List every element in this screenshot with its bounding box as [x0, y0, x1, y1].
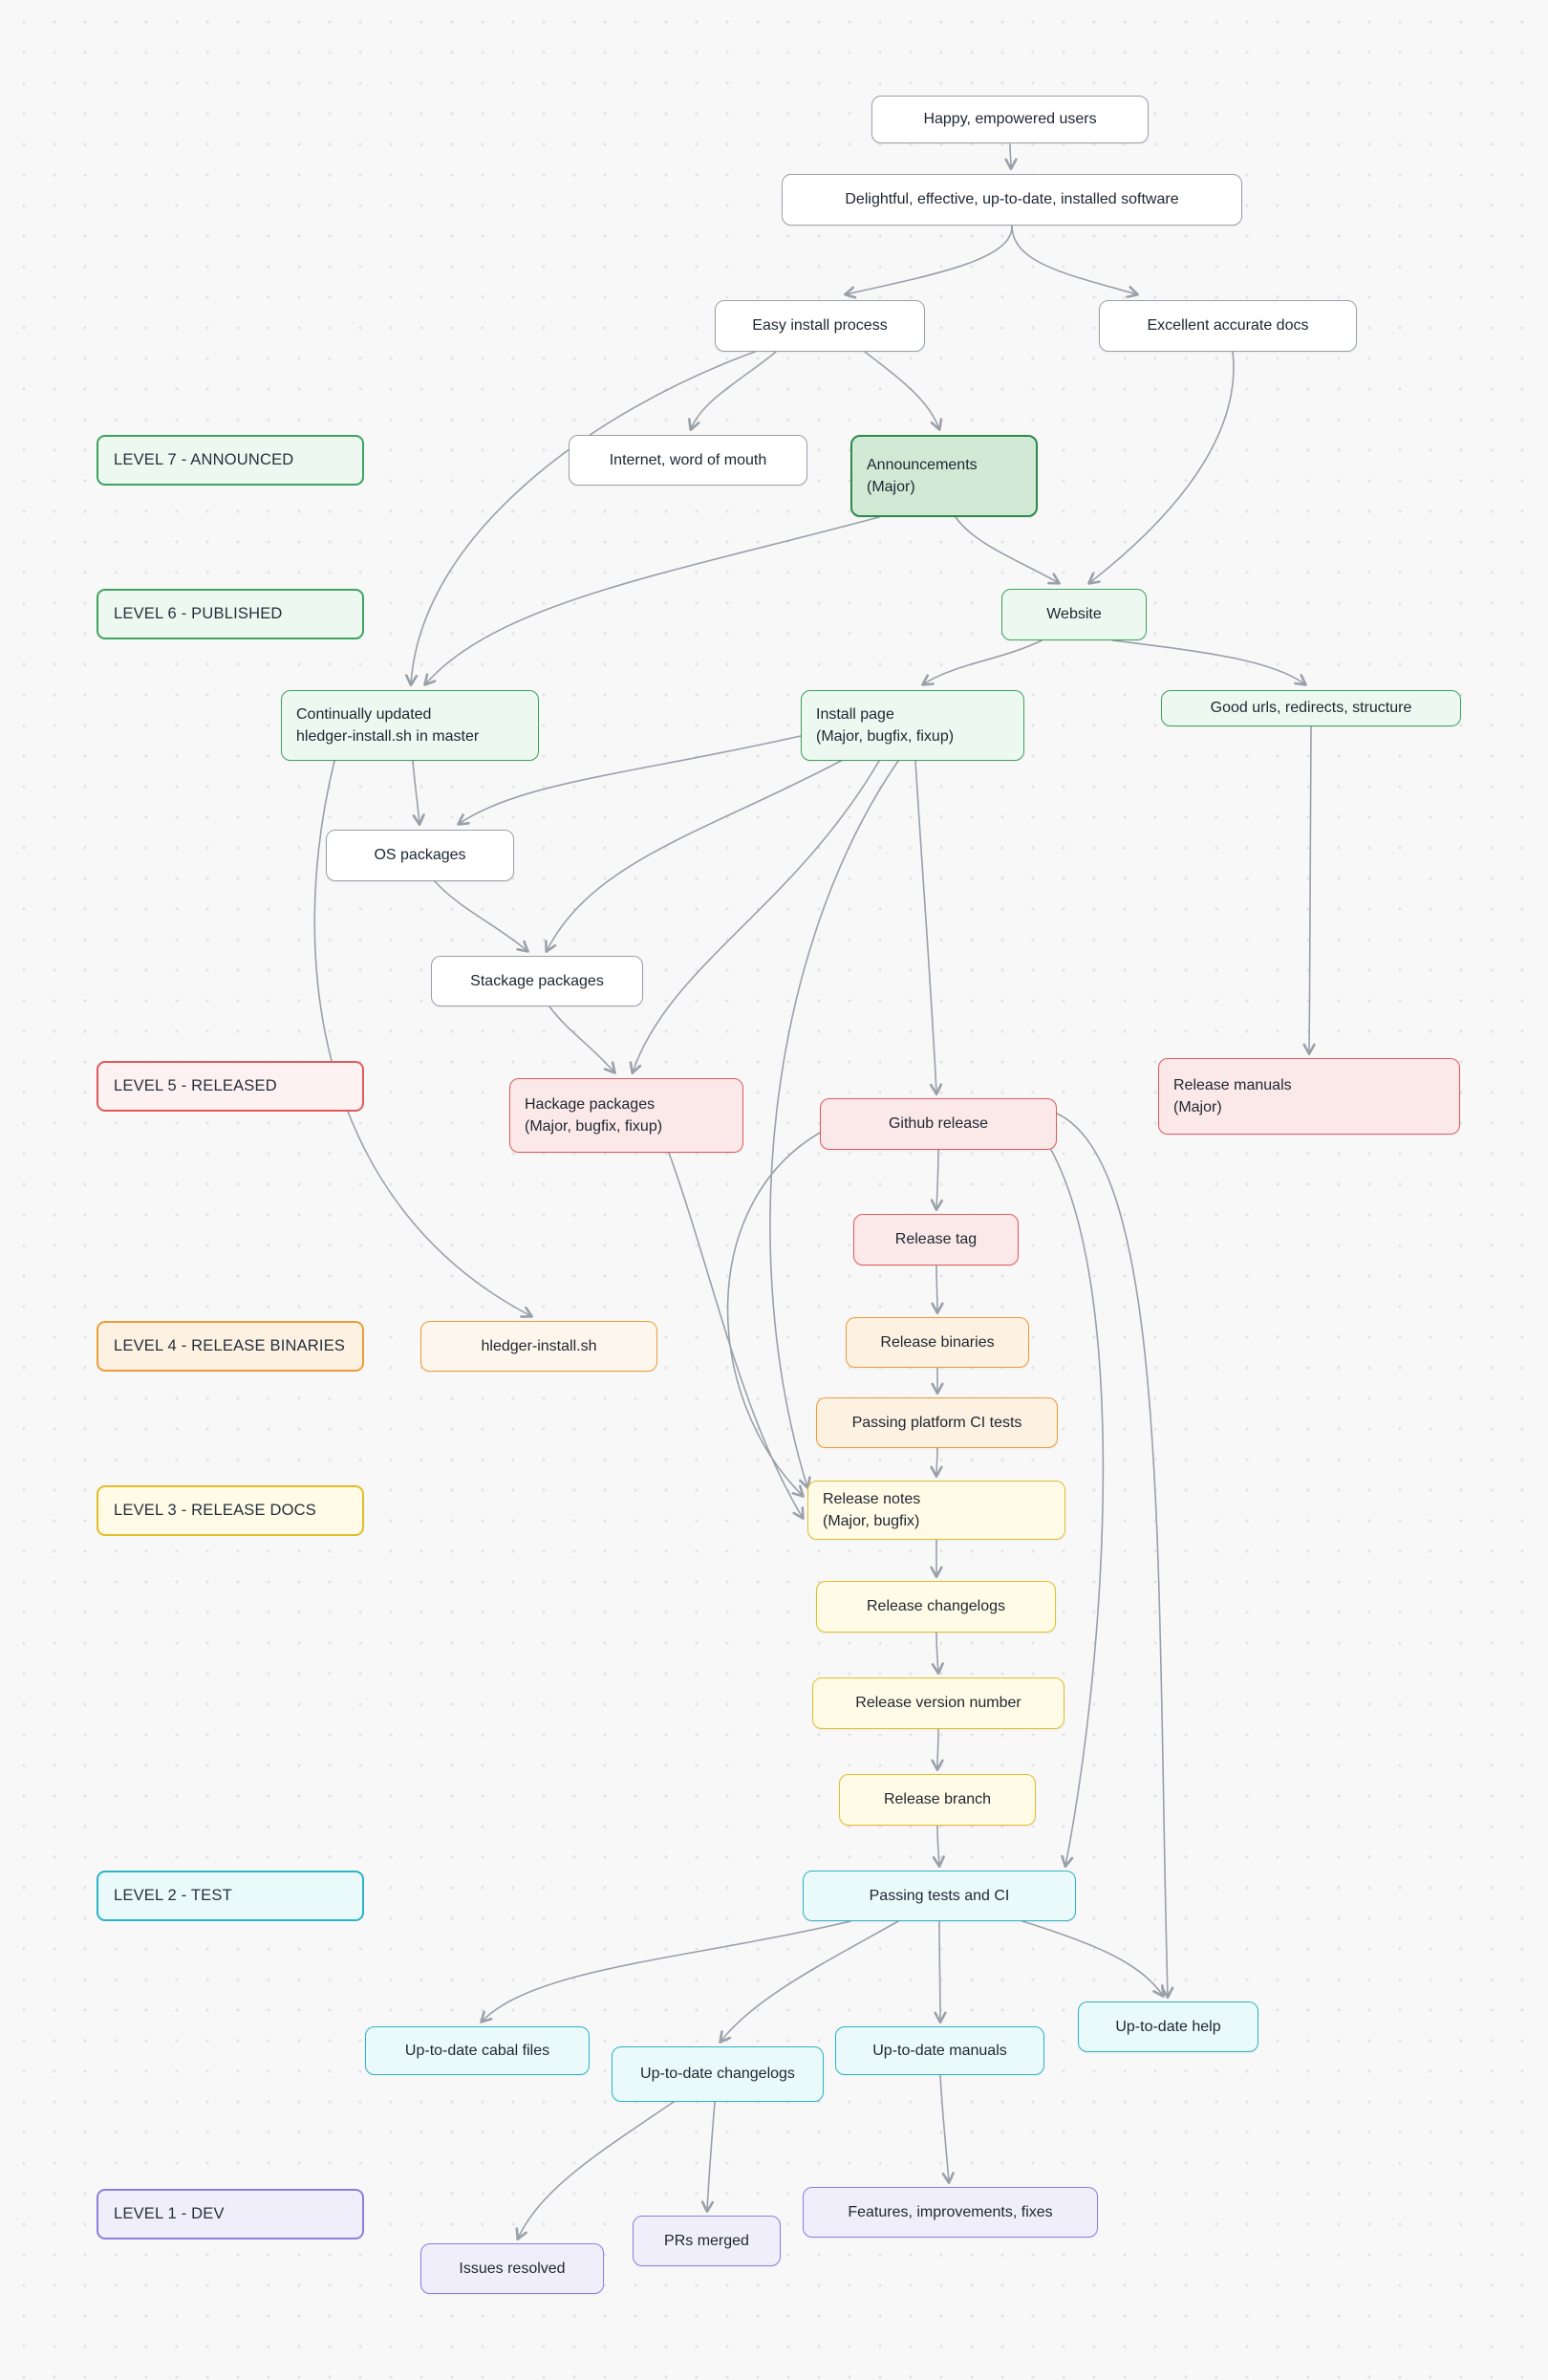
node-internet-word-of-mouth[interactable]: Internet, word of mouth — [569, 435, 807, 486]
node-release-version-number[interactable]: Release version number — [812, 1677, 1064, 1729]
edge-easy-install-to-announcements — [864, 351, 943, 432]
edge-continually-to-os-packages — [412, 760, 425, 827]
edge-delightful-to-easy-install — [843, 225, 1013, 299]
node-passing-platform-ci-tests[interactable]: Passing platform CI tests — [816, 1397, 1058, 1448]
edge-good-urls-to-release-manuals — [1302, 725, 1316, 1056]
edge-github-release-to-release-notes — [726, 1132, 821, 1498]
node-continually-updated-install-script[interactable]: Continually updated hledger-install.sh i… — [281, 690, 539, 761]
level-label-5[interactable]: LEVEL 5 - RELEASED — [97, 1061, 364, 1112]
level-label-3[interactable]: LEVEL 3 - RELEASE DOCS — [97, 1485, 364, 1536]
edge-install-page-to-os-packages — [457, 735, 802, 826]
node-release-notes[interactable]: Release notes (Major, bugfix) — [807, 1481, 1065, 1540]
edge-delightful-to-excellent-docs — [1011, 225, 1140, 298]
node-release-manuals[interactable]: Release manuals (Major) — [1158, 1058, 1460, 1135]
level-label-6[interactable]: LEVEL 6 - PUBLISHED — [97, 589, 364, 639]
edge-install-page-to-hackage — [629, 760, 880, 1075]
edge-os-packages-to-stackage — [434, 880, 529, 953]
edge-changelogs-to-issues — [515, 2101, 675, 2240]
node-excellent-accurate-docs[interactable]: Excellent accurate docs — [1099, 300, 1357, 352]
node-release-binaries[interactable]: Release binaries — [846, 1317, 1029, 1368]
edge-release-tag-to-release-binaries — [931, 1265, 944, 1315]
level-label-1[interactable]: LEVEL 1 - DEV — [97, 2189, 364, 2239]
node-os-packages[interactable]: OS packages — [326, 830, 514, 881]
node-easy-install-process[interactable]: Easy install process — [715, 300, 925, 352]
edge-announcements-to-website — [955, 516, 1061, 585]
edge-easy-install-to-internet — [688, 351, 777, 432]
edge-install-page-to-stackage — [545, 760, 842, 953]
edge-passing-platform-to-release-notes — [930, 1447, 943, 1479]
node-hackage-packages[interactable]: Hackage packages (Major, bugfix, fixup) — [509, 1078, 743, 1153]
node-delightful-software[interactable]: Delightful, effective, up-to-date, insta… — [782, 174, 1242, 226]
edge-changelogs-to-prs — [700, 2101, 716, 2214]
edge-manuals-to-features — [939, 2074, 955, 2185]
level-label-4[interactable]: LEVEL 4 - RELEASE BINARIES — [97, 1321, 364, 1372]
edge-happy-to-delightful — [1004, 143, 1018, 171]
node-announcements[interactable]: Announcements (Major) — [850, 435, 1038, 517]
edge-passing-tests-to-manuals — [934, 1920, 947, 2024]
node-features-improvements-fixes[interactable]: Features, improvements, fixes — [803, 2187, 1098, 2238]
node-release-branch[interactable]: Release branch — [839, 1774, 1036, 1826]
edge-passing-tests-to-changelogs — [719, 1920, 899, 2044]
node-release-tag[interactable]: Release tag — [853, 1214, 1019, 1266]
node-up-to-date-cabal-files[interactable]: Up-to-date cabal files — [365, 2026, 590, 2075]
edge-install-page-to-release-notes — [769, 760, 899, 1490]
node-website[interactable]: Website — [1001, 589, 1147, 640]
node-prs-merged[interactable]: PRs merged — [633, 2216, 781, 2266]
edge-passing-tests-to-help — [1021, 1920, 1165, 1998]
edge-release-version-to-release-branch — [931, 1728, 944, 1772]
edge-announcements-to-continually — [423, 516, 880, 686]
edge-website-to-install-page — [921, 639, 1043, 686]
node-release-changelogs[interactable]: Release changelogs — [816, 1581, 1056, 1633]
edge-hackage-to-release-notes — [668, 1152, 805, 1520]
edge-stackage-to-hackage — [548, 1006, 616, 1074]
node-up-to-date-help[interactable]: Up-to-date help — [1078, 2001, 1258, 2052]
node-install-page[interactable]: Install page (Major, bugfix, fixup) — [801, 690, 1024, 761]
node-github-release[interactable]: Github release — [820, 1098, 1057, 1150]
node-good-urls-redirects-structure[interactable]: Good urls, redirects, structure — [1161, 690, 1461, 726]
node-up-to-date-changelogs[interactable]: Up-to-date changelogs — [612, 2046, 824, 2102]
node-passing-tests-and-ci[interactable]: Passing tests and CI — [803, 1871, 1076, 1921]
node-stackage-packages[interactable]: Stackage packages — [431, 956, 643, 1006]
edge-github-release-to-release-tag — [930, 1149, 944, 1212]
level-label-2[interactable]: LEVEL 2 - TEST — [97, 1871, 364, 1921]
level-label-7[interactable]: LEVEL 7 - ANNOUNCED — [97, 435, 364, 486]
node-hledger-install-sh[interactable]: hledger-install.sh — [420, 1321, 657, 1372]
edge-install-page-to-github-release — [914, 760, 943, 1096]
node-issues-resolved[interactable]: Issues resolved — [420, 2243, 604, 2294]
node-happy-users[interactable]: Happy, empowered users — [871, 96, 1149, 143]
edge-release-branch-to-passing-tests — [932, 1825, 945, 1869]
edge-easy-install-to-continually — [404, 351, 756, 687]
edge-excellent-docs-to-website — [1087, 351, 1235, 585]
edge-github-release-to-passing-tests — [1050, 1149, 1105, 1869]
edge-github-release-to-help — [1056, 1113, 1174, 2000]
edge-release-changelogs-to-release-version — [931, 1632, 944, 1676]
node-up-to-date-manuals[interactable]: Up-to-date manuals — [835, 2026, 1044, 2075]
edge-website-to-good-urls — [1112, 639, 1307, 686]
edge-passing-tests-to-cabal-files — [480, 1920, 851, 2023]
